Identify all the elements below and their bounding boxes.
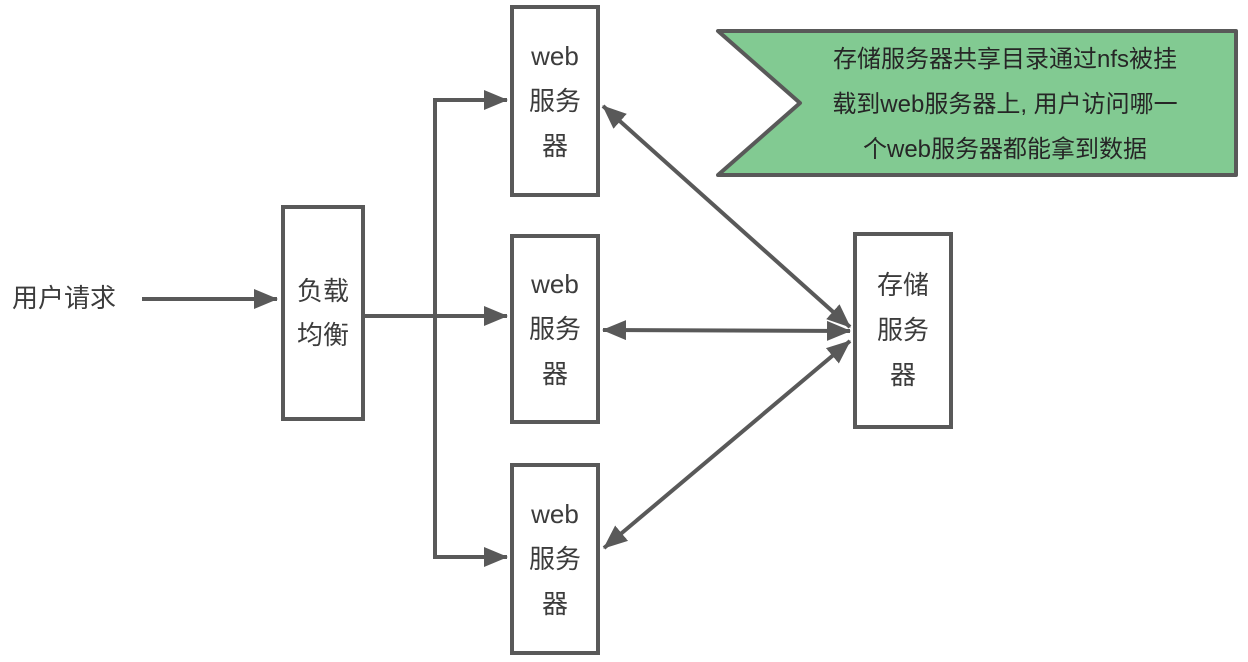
web-server-node-1: web 服务 器 xyxy=(510,5,600,197)
storage-server-node: 存储 服务 器 xyxy=(853,232,953,429)
callout-annotation-text: 存储服务器共享目录通过nfs被挂 载到web服务器上, 用户访问哪一 个web服… xyxy=(832,46,1178,163)
web-server-node-2: web 服务 器 xyxy=(510,234,600,424)
load-balancer-node: 负载 均衡 xyxy=(281,205,365,421)
arrow-web3-storage xyxy=(602,339,852,550)
web-server-node-3: web 服务 器 xyxy=(510,463,600,655)
arrow-web1-storage xyxy=(601,104,852,329)
arrow-web2-storage xyxy=(602,320,851,341)
callout-banner-shape xyxy=(716,29,1238,177)
user-request-label: 用户请求 xyxy=(12,283,117,313)
